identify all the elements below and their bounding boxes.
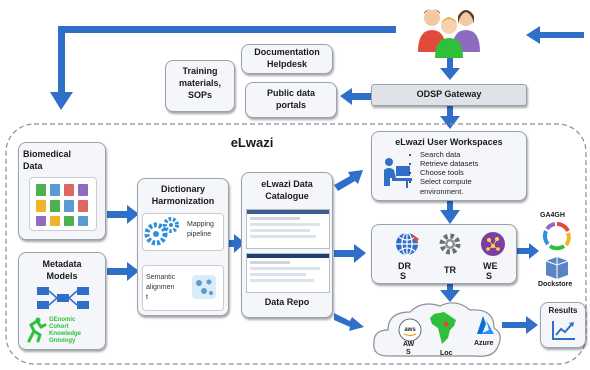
workspace-item: Choose tools — [420, 168, 530, 177]
model-diagram-icon — [35, 285, 91, 313]
semantic-label-2: alignmen — [146, 284, 175, 291]
odsp-gateway-box: ODSP Gateway — [371, 84, 527, 106]
tr-label: TR — [444, 265, 456, 275]
elwazi-boundary — [5, 123, 587, 365]
public-portals-label-1: Public data — [266, 88, 315, 98]
drs-label-2: S — [400, 271, 407, 281]
aws-label-2: S — [406, 349, 411, 356]
metadata-models-box: Metadata Models GEnomic Cohort Knowledge… — [18, 252, 106, 350]
mapping-label: Mapping — [187, 221, 214, 228]
metadata-label-2: Models — [46, 271, 78, 281]
africa-map-icon — [430, 312, 456, 344]
public-data-portals-box: Public data portals — [245, 82, 337, 118]
top-return-line — [60, 26, 396, 33]
catalogue-label-2: Catalogue — [265, 191, 309, 201]
data-repo-label: Data Repo — [264, 297, 310, 307]
workspace-item: Select compute — [420, 177, 530, 186]
gateway-portals-arrow — [340, 88, 372, 105]
gateway-label: ODSP Gateway — [416, 89, 482, 99]
user-workspaces-box: eLwazi User Workspaces Search data Retri… — [371, 131, 527, 201]
people-icon — [414, 6, 484, 58]
dockstore-logo — [545, 257, 569, 279]
documentation-label: Documentation — [254, 47, 320, 57]
mapping-pipeline-panel: Mapping pipeline — [142, 213, 224, 251]
workspace-list: Search data Retrieve datasets Choose too… — [408, 150, 530, 186]
svg-text:aws: aws — [404, 327, 416, 333]
dictionary-harmonization-box: Dictionary Harmonization Mapping pipelin… — [137, 178, 229, 316]
workspace-item-continuation: environment. — [420, 187, 464, 196]
gear-icon — [439, 233, 461, 255]
pipeline-label: pipeline — [187, 231, 212, 238]
left-down-arrowhead — [50, 92, 73, 110]
chart-icon — [552, 321, 575, 340]
right-in-line — [538, 32, 584, 38]
ontology-label-3: Knowledge — [49, 331, 82, 337]
people-gateway-arrowhead — [440, 68, 460, 80]
left-down-line — [58, 26, 65, 94]
catalogue-label-1: eLwazi Data — [261, 179, 313, 189]
results-box: Results — [540, 302, 586, 348]
geco-logo: GEnomic Cohort Knowledge Ontology — [25, 317, 101, 345]
aws-label-1: AW — [403, 341, 415, 348]
ontology-label-2: Cohort — [49, 324, 69, 330]
catalogue-screenshot — [246, 209, 330, 249]
public-portals-label-2: portals — [275, 100, 306, 110]
network-icon — [481, 232, 505, 256]
workspace-item: Retrieve datasets — [420, 159, 530, 168]
results-label: Results — [548, 306, 578, 315]
ga4gh-logo — [542, 221, 571, 251]
alignment-nodes-icon — [192, 275, 216, 299]
desk-user-icon — [384, 158, 412, 188]
ga4gh-label: GA4GH — [540, 212, 565, 219]
semantic-label-3: t — [146, 294, 148, 301]
biomedical-data-box: Biomedical Data — [18, 142, 106, 240]
ontology-label-4: Ontology — [49, 338, 76, 344]
semantic-label-1: Semantic — [146, 274, 176, 281]
wes-label-2: S — [486, 271, 493, 281]
training-label-3: SOPs — [187, 90, 212, 100]
dockstore-label: Dockstore — [538, 281, 573, 288]
dictionary-label: Dictionary — [160, 184, 205, 194]
tools-box: DR S TR WE S — [371, 224, 517, 284]
aws-cloud-icon: aws — [398, 318, 422, 342]
training-label-2: materials, — [178, 78, 222, 88]
training-box: Training materials, SOPs — [165, 60, 235, 112]
metadata-label-1: Metadata — [42, 259, 82, 269]
azure-label: Azure — [474, 340, 494, 347]
elwazi-title: eLwazi — [230, 135, 274, 150]
workspace-item: Search data — [420, 150, 530, 159]
workspaces-title: eLwazi User Workspaces — [395, 137, 503, 147]
ontology-label-1: GEnomic — [49, 317, 76, 323]
documentation-helpdesk-box: Documentation Helpdesk — [241, 44, 333, 74]
wes-label-1: WE — [483, 261, 498, 271]
cloud-shape — [373, 302, 501, 357]
azure-icon — [477, 316, 494, 334]
biomedical-label-2: Data — [23, 161, 43, 171]
data-files-icon — [29, 177, 97, 231]
biomedical-label-1: Biomedical — [23, 149, 72, 159]
right-in-arrowhead — [526, 26, 540, 44]
globe-icon — [396, 232, 419, 256]
repo-screenshot — [246, 253, 330, 293]
data-catalogue-box: eLwazi Data Catalogue Data Repo — [241, 172, 333, 318]
training-label-1: Training — [182, 66, 218, 76]
gears-icon — [144, 217, 179, 246]
helpdesk-label: Helpdesk — [266, 59, 308, 69]
loc-label: Loc — [440, 350, 453, 357]
drs-label-1: DR — [398, 261, 411, 271]
harmonization-label: Harmonization — [151, 196, 215, 206]
semantic-alignment-panel: Semantic alignmen t — [142, 265, 224, 311]
